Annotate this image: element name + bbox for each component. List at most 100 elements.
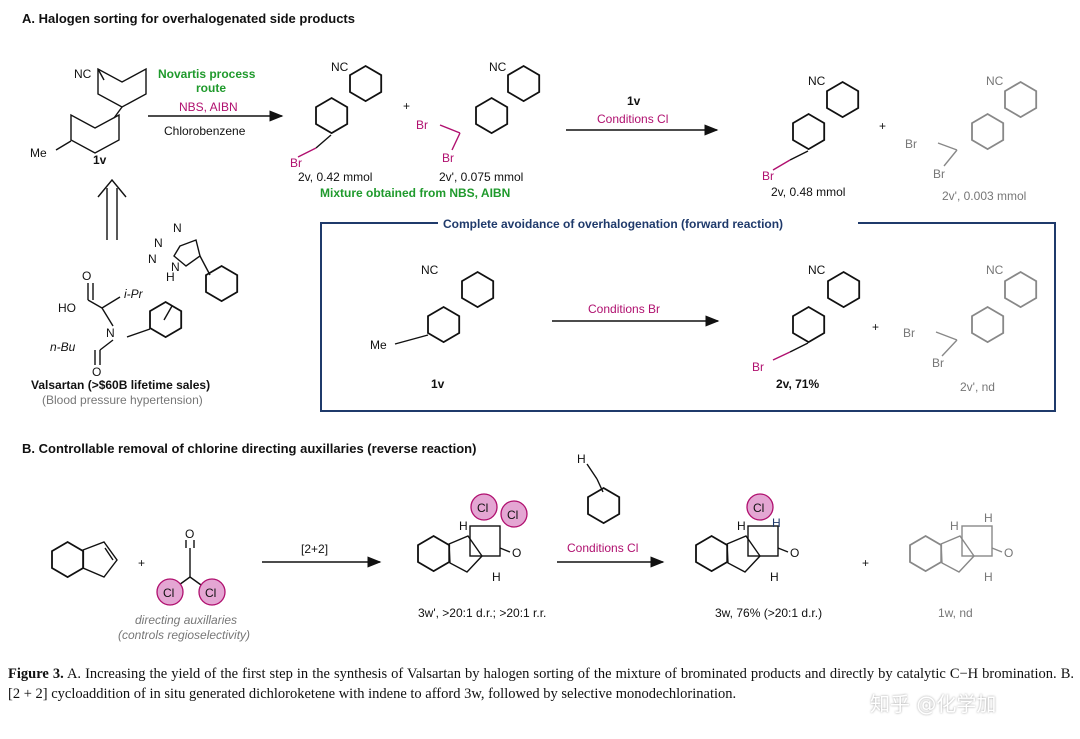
atom-o: O (92, 365, 101, 379)
atom-br: Br (416, 118, 428, 132)
structure-valsartan: N N N N H N O O HO n-Bu i-Pr Valsartan (… (31, 221, 239, 407)
atom-br: Br (905, 137, 917, 151)
structure-indene (51, 540, 118, 579)
atom-h: H (984, 511, 993, 525)
caption-label: Figure 3. (8, 666, 64, 682)
arrow2-top: 1v (627, 94, 641, 108)
mixture-label: Mixture obtained from NBS, AIBN (320, 186, 510, 200)
atom-nc: NC (331, 60, 349, 74)
double-retro-arrow (97, 178, 127, 240)
atom-cl: Cl (163, 586, 174, 600)
atom-n: N (173, 221, 182, 235)
label-1w: 1w, nd (938, 606, 973, 620)
arrow-novartis: Novartis process route NBS, AIBN Chlorob… (148, 67, 284, 138)
solvent-chlorobenzene: Chlorobenzene (164, 124, 246, 138)
arrow2-conditions: Conditions Cl (597, 112, 668, 126)
atom-ho: HO (58, 301, 76, 315)
atom-o: O (1004, 546, 1013, 560)
atom-nc: NC (808, 263, 826, 277)
atom-h: H (166, 270, 175, 284)
label-2vp-amount: 2v', 0.075 mmol (439, 170, 523, 184)
section-b-title: B. Controllable removal of chlorine dire… (22, 441, 476, 456)
reagent-nbs: NBS, AIBN (179, 100, 238, 114)
atom-cl: Cl (205, 586, 216, 600)
aux-line2: (controls regioselectivity) (118, 628, 250, 642)
atom-nh: N (171, 260, 180, 274)
atom-n: N (154, 236, 163, 250)
structure-2vprime-result: NC Br Br 2v', 0.003 mmol (905, 74, 1038, 203)
box-label-2vp: 2v', nd (960, 380, 995, 394)
atom-nc: NC (421, 263, 439, 277)
atom-nbu: n-Bu (50, 340, 76, 354)
arrow-2plus2: [2+2] (262, 542, 382, 568)
forward-reaction-box: Complete avoidance of overhalogenation (… (320, 214, 1056, 412)
atom-o: O (185, 527, 194, 541)
label-result-2vp: 2v', 0.003 mmol (942, 189, 1026, 203)
valsartan-desc: (Blood pressure hypertension) (42, 393, 203, 407)
structure-2v: NC Br 2v, 0.42 mmol (290, 60, 383, 184)
atom-cl: Cl (507, 508, 518, 522)
structure-2vprime: NC Br Br 2v', 0.075 mmol (416, 60, 541, 184)
section-a-title: A. Halogen sorting for overhalogenated s… (22, 11, 355, 26)
atom-n: N (106, 326, 115, 340)
atom-h: H (984, 570, 993, 584)
label-3w: 3w, 76% (>20:1 d.r.) (715, 606, 822, 620)
caption-text: A. Increasing the yield of the first ste… (8, 666, 1074, 702)
plus-sign: + (872, 320, 879, 334)
atom-br: Br (903, 326, 915, 340)
structure-dichloroketene: O Cl Cl directing auxillaries (controls … (118, 527, 250, 642)
watermark: 知乎 @化学加 (870, 692, 997, 716)
atom-br: Br (762, 169, 774, 183)
atom-nc: NC (986, 74, 1004, 88)
aux-line1: directing auxillaries (135, 613, 237, 627)
box-label-1v: 1v (431, 377, 445, 391)
atom-me: Me (30, 146, 47, 160)
atom-h: H (950, 519, 959, 533)
label-2v-amount: 2v, 0.42 mmol (298, 170, 372, 184)
atom-br: Br (932, 356, 944, 370)
plus-sign: + (403, 99, 410, 113)
atom-h: H (577, 452, 586, 466)
atom-ipr: i-Pr (124, 287, 144, 301)
atom-nc: NC (808, 74, 826, 88)
atom-me: Me (370, 338, 387, 352)
plus-sign: + (862, 556, 869, 570)
structure-2v-result: NC Br 2v, 0.48 mmol (762, 74, 860, 199)
arrow-conditions-cl-b: H Conditions Cl (557, 452, 665, 568)
conditions-cl-b: Conditions Cl (567, 541, 638, 555)
atom-h: H (492, 570, 501, 584)
plus-sign: + (879, 119, 886, 133)
atom-n: N (148, 252, 157, 266)
plus-sign: + (138, 556, 145, 570)
atom-cl: Cl (477, 501, 488, 515)
atom-h: H (772, 516, 781, 530)
structure-1w: O H H H 1w, nd (909, 511, 1013, 620)
structure-3w: O H H H Cl 3w, 76% (>20:1 d.r.) (695, 493, 822, 620)
box-label-2v: 2v, 71% (776, 377, 819, 391)
atom-nc: NC (489, 60, 507, 74)
box-conditions: Conditions Br (588, 302, 660, 316)
atom-br: Br (933, 167, 945, 181)
atom-br: Br (752, 360, 764, 374)
box-title: Complete avoidance of overhalogenation (… (443, 217, 783, 231)
novartis-label: Novartis process (158, 67, 256, 81)
atom-nc: NC (986, 263, 1004, 277)
valsartan-name: Valsartan (>$60B lifetime sales) (31, 378, 210, 392)
label-3wprime: 3w', >20:1 d.r.; >20:1 r.r. (418, 606, 546, 620)
novartis-label2: route (196, 81, 226, 95)
atom-br: Br (290, 156, 302, 170)
atom-h: H (737, 519, 746, 533)
atom-h: H (770, 570, 779, 584)
label-result-2v: 2v, 0.48 mmol (771, 185, 845, 199)
atom-h: H (459, 519, 468, 533)
atom-nc: NC (74, 67, 92, 81)
label-1v: 1v (93, 153, 107, 167)
arrow-2plus2-label: [2+2] (301, 542, 328, 556)
structure-1v: NC Me 1v (30, 67, 147, 167)
atom-o: O (512, 546, 521, 560)
atom-br: Br (442, 151, 454, 165)
structure-3wprime: O H H Cl Cl 3w', >20:1 d.r.; >20:1 r.r. (417, 493, 546, 620)
atom-cl: Cl (753, 501, 764, 515)
arrow-conditions-cl-a: 1v Conditions Cl (566, 94, 719, 136)
